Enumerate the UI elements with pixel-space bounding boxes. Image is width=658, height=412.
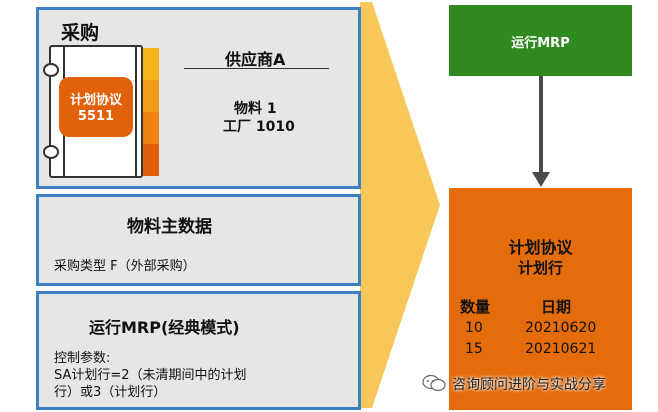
binder-tab: [141, 112, 159, 144]
schedule-row-date: 20210620: [525, 320, 597, 336]
schedule-row-qty: 10: [465, 320, 483, 336]
binder-inner-line: [135, 45, 137, 178]
purchasing-title: 采购: [61, 22, 100, 44]
binder-ring-icon: [43, 145, 59, 159]
watermark-text: 咨询顾问进阶与实战分享: [452, 377, 606, 393]
agreement-label-number: 5511: [77, 109, 115, 124]
wechat-icon: [422, 374, 446, 392]
agreement-label: [59, 77, 133, 137]
binder-ring-icon: [43, 63, 59, 77]
date-header: 日期: [541, 298, 572, 316]
material-master-title: 物料主数据: [127, 217, 212, 237]
material-line: 物料 1: [234, 101, 277, 117]
material-master-panel: 物料主数据 采购类型 F（外部采购）: [36, 194, 361, 286]
down-arrow-icon: [532, 76, 550, 187]
control-params-label: 控制参数:: [54, 351, 111, 366]
binder-tab: [141, 80, 159, 112]
mrp-panel-title: 运行MRP(经典模式): [89, 318, 240, 337]
quantity-header: 数量: [460, 298, 491, 316]
mrp-panel: 运行MRP(经典模式) 控制参数: SA计划行=2（未清期间中的计划 行）或3（…: [36, 291, 361, 410]
schedule-row-qty: 15: [465, 341, 483, 357]
purchasing-panel: 采购 计划协议 5511 供应商A 物料 1 工厂 1010: [36, 7, 361, 189]
schedule-title: 计划协议: [508, 238, 573, 257]
process-arrow-shape: [360, 2, 440, 408]
binder-tab: [141, 48, 159, 80]
run-mrp-label: 运行MRP: [511, 36, 570, 51]
vendor-name: 供应商A: [225, 50, 286, 69]
binder-graphic: 计划协议 5511: [43, 45, 159, 178]
schedule-subtitle: 计划行: [517, 259, 563, 277]
run-mrp-box: 运行MRP: [449, 5, 632, 76]
agreement-label-title: 计划协议: [69, 93, 122, 108]
watermark: 咨询顾问进阶与实战分享: [422, 366, 658, 400]
binder-tab: [141, 144, 159, 176]
plant-line: 工厂 1010: [223, 119, 295, 135]
vendor-underline: [184, 68, 329, 69]
down-arrow-shaft: [539, 76, 543, 174]
schedule-lines-box: 计划协议 计划行 数量 日期 10 20210620 15 20210621: [449, 188, 632, 410]
procurement-type-text: 采购类型 F（外部采购）: [54, 259, 196, 274]
down-arrow-head: [532, 172, 550, 187]
schedule-row-date: 20210621: [525, 341, 597, 357]
control-params-line3: 行）或3（计划行）: [54, 385, 167, 400]
control-params-line2: SA计划行=2（未清期间中的计划: [54, 368, 247, 383]
